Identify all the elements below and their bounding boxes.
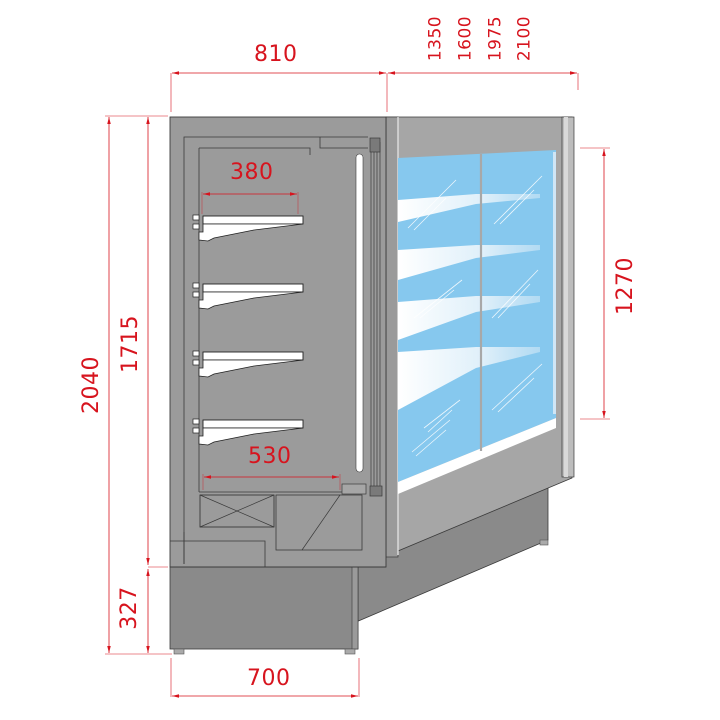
front-perspective-view <box>355 116 575 623</box>
dimension-length-2100: 2100 <box>514 15 535 62</box>
dimension-shelf-depth-upper: 380 <box>230 160 274 185</box>
dimension-height-base: 327 <box>117 586 142 630</box>
dimension-base-depth: 700 <box>247 666 291 691</box>
dimension-length-1600: 1600 <box>455 15 476 62</box>
side-section-view <box>169 116 387 655</box>
dimension-depth-overall: 810 <box>254 42 298 67</box>
light-tube <box>355 153 364 473</box>
dimension-glass-height: 1270 <box>613 257 638 315</box>
dimension-height-overall: 2040 <box>79 356 104 414</box>
dimension-lines <box>105 71 610 698</box>
dimension-length-1350: 1350 <box>425 15 446 62</box>
dimension-height-display: 1715 <box>118 315 143 373</box>
door-profile <box>369 137 383 497</box>
dimension-shelf-depth-bottom: 530 <box>248 444 292 469</box>
dimension-length-1975: 1975 <box>485 15 506 62</box>
shelf-brackets <box>192 214 304 446</box>
glass-reflections <box>407 175 543 457</box>
